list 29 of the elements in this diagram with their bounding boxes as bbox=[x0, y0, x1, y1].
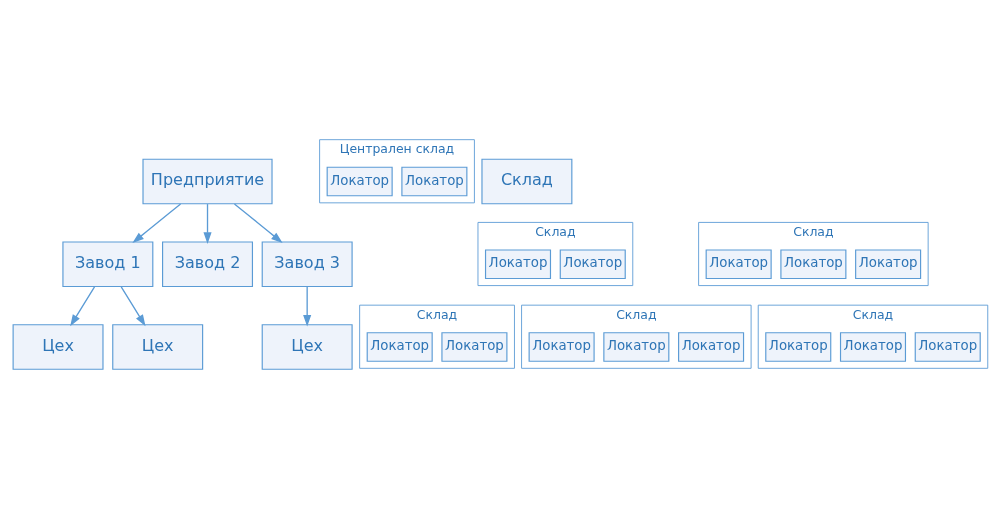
arrow bbox=[70, 285, 96, 326]
node-box: Локатор bbox=[326, 166, 393, 196]
arrow bbox=[120, 285, 146, 326]
node-box: Локатор bbox=[484, 248, 552, 279]
node-box: Локатор bbox=[839, 331, 907, 362]
node-box: Локатор bbox=[765, 331, 832, 362]
node-box: Локатор bbox=[678, 331, 745, 362]
node-box: Склад bbox=[481, 158, 573, 204]
node-box: Локатор bbox=[855, 248, 922, 279]
node-box: Завод 2 bbox=[162, 240, 253, 287]
node-box: Локатор bbox=[366, 331, 433, 362]
node-box: Локатор bbox=[603, 331, 670, 362]
node-box: Локатор bbox=[780, 248, 847, 279]
node-box: Завод 1 bbox=[62, 240, 154, 287]
node-box: Завод 3 bbox=[261, 240, 353, 287]
node-box: Локатор bbox=[528, 331, 595, 362]
node-box: Предприятие bbox=[142, 158, 273, 204]
node-box: Цех bbox=[112, 323, 204, 370]
node-box: Локатор bbox=[705, 248, 772, 279]
node-box: Цех bbox=[261, 323, 353, 370]
node-box: Локатор bbox=[441, 331, 508, 362]
arrow bbox=[203, 202, 212, 244]
node-box: Цех bbox=[12, 323, 104, 370]
node-box: Локатор bbox=[401, 166, 468, 196]
arrow bbox=[233, 202, 283, 243]
arrow bbox=[132, 202, 182, 243]
node-box: Локатор bbox=[559, 248, 626, 279]
node-box: Локатор bbox=[914, 331, 981, 362]
arrow bbox=[303, 285, 312, 327]
